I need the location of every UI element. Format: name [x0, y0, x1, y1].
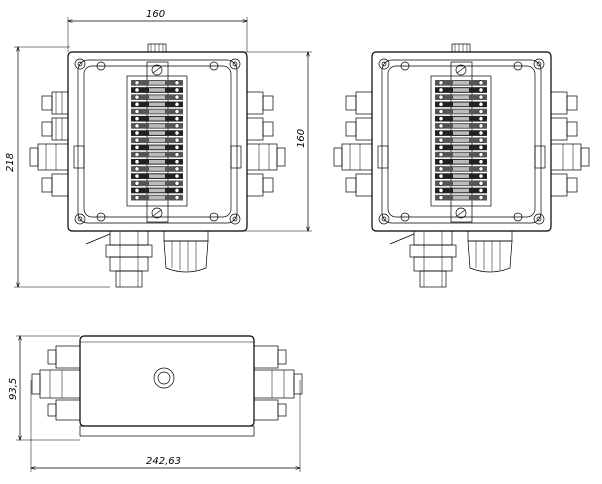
- terminal: [131, 87, 183, 93]
- terminal: [435, 101, 487, 108]
- terminal: [435, 94, 487, 101]
- terminal: [131, 144, 183, 151]
- terminal: [435, 80, 487, 86]
- terminal: [131, 151, 183, 158]
- cable-gland-bottom-metal: [85, 230, 153, 288]
- terminal: [435, 144, 487, 151]
- cable-gland-left-lower: [345, 173, 373, 197]
- terminal-frame: [126, 75, 188, 207]
- cable-gland-left-mid: [345, 117, 373, 141]
- terminal: [131, 101, 183, 108]
- terminal: [435, 130, 487, 136]
- cable-gland-right-mid: [550, 117, 578, 141]
- cable-gland-left-lower: [41, 173, 69, 197]
- terminal: [131, 123, 183, 129]
- terminal: [435, 115, 487, 122]
- terminal: [131, 173, 183, 179]
- terminal-block-strip: [430, 75, 492, 207]
- front-view-right: [333, 43, 590, 288]
- cable-gland-right-bottom: [534, 143, 590, 171]
- terminal: [435, 173, 487, 179]
- cable-gland-right-top: [550, 91, 578, 115]
- cable-gland-left-bottom: [333, 143, 389, 171]
- dimension-side-height: 93,5: [8, 378, 19, 400]
- terminal: [435, 137, 487, 144]
- cable-gland-right-bottom: [230, 143, 286, 171]
- terminal: [435, 87, 487, 93]
- terminal: [131, 137, 183, 144]
- cable-gland-bottom-plastic: [467, 230, 513, 273]
- cable-gland-right-lower: [246, 173, 274, 197]
- terminal: [435, 187, 487, 194]
- terminal: [131, 187, 183, 194]
- cable-gland-right-lower: [550, 173, 578, 197]
- terminal: [435, 158, 487, 165]
- terminal: [435, 123, 487, 129]
- cable-gland-bottom-plastic: [163, 230, 209, 273]
- terminal: [131, 80, 183, 86]
- cable-gland-left-bottom: [29, 143, 85, 171]
- terminal: [435, 180, 487, 187]
- cable-gland-right-top: [246, 91, 274, 115]
- cable-gland-bottom-metal: [389, 230, 457, 288]
- terminal: [131, 115, 183, 122]
- side-view: 93,5 242,63: [8, 335, 303, 472]
- terminal: [131, 194, 183, 201]
- dimension-side-length: 242,63: [146, 456, 181, 467]
- terminal-frame: [430, 75, 492, 207]
- terminal: [131, 158, 183, 165]
- terminal: [435, 166, 487, 172]
- terminal: [435, 194, 487, 201]
- terminal: [435, 151, 487, 158]
- terminal-block-strip: [126, 75, 188, 207]
- dimension-box-height: 160: [296, 129, 307, 148]
- cable-gland-left-top: [345, 91, 373, 115]
- terminal: [435, 108, 487, 115]
- terminal: [131, 166, 183, 172]
- terminal: [131, 94, 183, 101]
- cable-gland-left-top: [41, 91, 69, 115]
- dimension-overall-height: 218: [5, 153, 16, 172]
- terminal: [131, 130, 183, 136]
- front-view-left: 160 218 160: [5, 9, 312, 287]
- dimension-top-width: 160: [146, 9, 165, 20]
- cable-gland-left-mid: [41, 117, 69, 141]
- terminal: [131, 180, 183, 187]
- terminal: [131, 108, 183, 115]
- cable-gland-right-mid: [246, 117, 274, 141]
